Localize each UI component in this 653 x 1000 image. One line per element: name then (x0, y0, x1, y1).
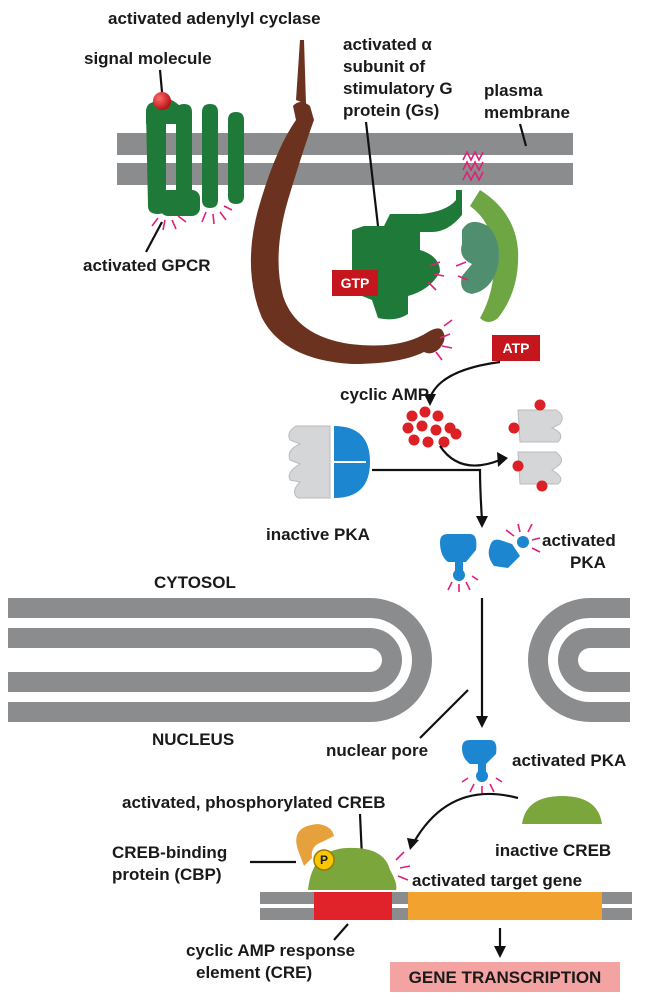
gs-label-line1: activated α (343, 35, 432, 54)
atp-tag: ATP (492, 335, 540, 361)
cyclic-amp-label: cyclic AMP (340, 385, 429, 404)
activated-pka-nucleus-label: activated PKA (512, 751, 626, 770)
activated-creb-complex: P (296, 824, 411, 890)
gene-transcription-label: GENE TRANSCRIPTION (409, 968, 602, 987)
activated-gpcr (146, 92, 244, 231)
gtp-label: GTP (341, 275, 370, 291)
camp-binding-arrow (439, 445, 501, 467)
plasma-membrane-label-line2: membrane (484, 103, 570, 122)
adenylyl-cyclase-label: activated adenylyl cyclase (108, 9, 321, 28)
gpcr-leader (145, 221, 163, 253)
inactive-pka-label: inactive PKA (266, 525, 370, 544)
activated-pka-nucleus (461, 740, 503, 794)
gs-label-line4: protein (Gs) (343, 101, 439, 120)
plasma-membrane-leader (518, 123, 528, 147)
gs-label-line3: stimulatory G (343, 79, 453, 98)
cre-label-line2: element (CRE) (196, 963, 312, 982)
creb-phosphorylation-arrow (413, 792, 519, 843)
inactive-creb (522, 796, 602, 824)
activated-gpcr-label: activated GPCR (83, 256, 211, 275)
activated-target-gene-label: activated target gene (412, 871, 582, 890)
g-beta-gamma-subunit (461, 150, 519, 322)
pka-dissociation-arrow (372, 468, 484, 521)
cbp-label-line1: CREB-binding (112, 843, 227, 862)
gs-leader (364, 121, 380, 227)
phosphate-label: P (320, 853, 328, 867)
pka-regulatory-subunits-with-camp (508, 399, 563, 492)
galpha-activation-sparks (427, 261, 469, 291)
activated-pka-catalytic-subunits (440, 523, 541, 592)
cre-element (314, 892, 392, 920)
activated-creb-label: activated, phosphorylated CREB (122, 793, 386, 812)
target-gene (408, 892, 602, 920)
inactive-pka (288, 425, 370, 499)
cbp-label-line2: protein (CBP) (112, 865, 222, 884)
nucleus-label: NUCLEUS (152, 730, 234, 749)
cyclase-activation-sparks (435, 319, 453, 361)
gtp-tag: GTP (332, 270, 378, 296)
activated-pka-label-line2: PKA (570, 553, 606, 572)
g-alpha-subunit (352, 190, 469, 320)
gs-label-line2: subunit of (343, 57, 425, 76)
signal-molecule-leader (158, 69, 164, 93)
signal-molecule-label: signal molecule (84, 49, 212, 68)
nuclear-pore-leader (419, 689, 469, 739)
nuclear-envelope (8, 598, 630, 722)
cyclic-amp-molecules (402, 406, 462, 448)
cytosol-label: CYTOSOL (154, 573, 236, 592)
adenylyl-cyclase (250, 40, 453, 364)
atp-label: ATP (503, 340, 530, 356)
cre-leader (333, 923, 349, 941)
cre-label-line1: cyclic AMP response (186, 941, 355, 960)
inactive-creb-label: inactive CREB (495, 841, 611, 860)
signal-molecule-ball (153, 92, 171, 110)
gpcr-activation-sparks (151, 205, 233, 231)
dna-double-strand (260, 892, 632, 920)
plasma-membrane-label-line1: plasma (484, 81, 543, 100)
activated-pka-label-line1: activated (542, 531, 616, 550)
gene-transcription-box (390, 962, 620, 992)
atp-to-camp-arrow (428, 360, 501, 399)
nuclear-pore-label: nuclear pore (326, 741, 428, 760)
